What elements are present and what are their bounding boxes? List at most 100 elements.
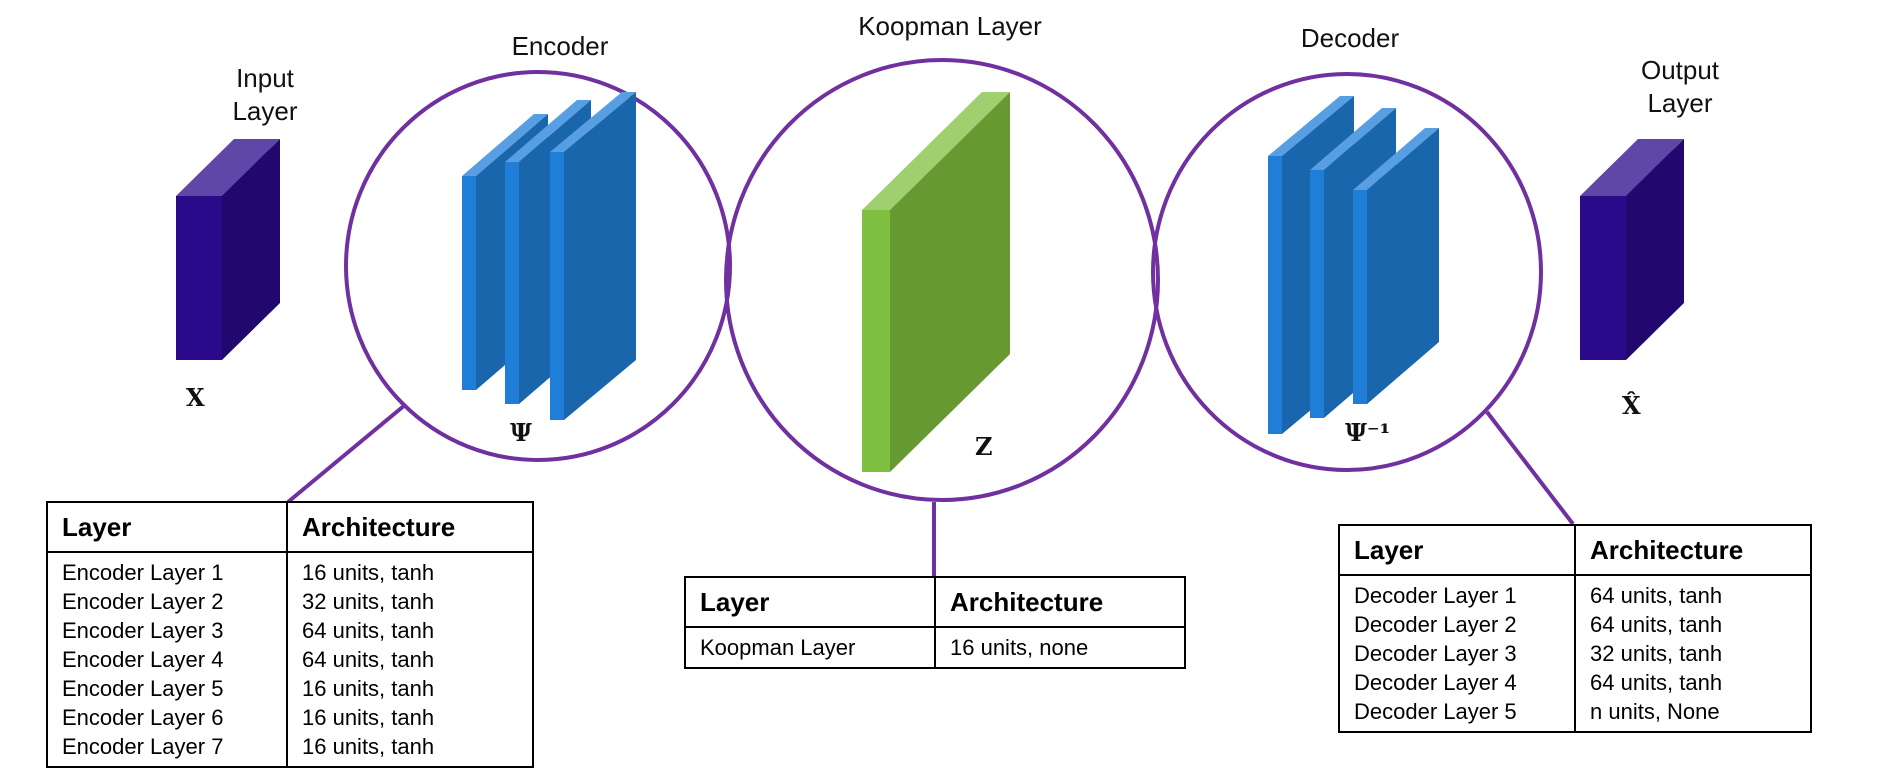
encoder-architecture-column: 16 units, tanh 32 units, tanh 64 units, … [288,553,434,766]
table-header-architecture: Architecture [950,587,1104,617]
koopman-layer-label: Koopman Layer [858,11,1042,41]
table-cell: Decoder Layer 4 [1354,670,1517,695]
slab-front [1268,156,1282,434]
slab-front [198,196,211,360]
table-cell: 16 units, tanh [302,734,435,759]
decoder-slab [1353,128,1439,404]
table-cell: n units, None [1590,699,1720,724]
connector-lines [286,403,1575,576]
table-cell: Encoder Layer 1 [62,560,224,585]
table-cell: 32 units, tanh [1590,641,1723,666]
koopman-slab [862,92,1010,472]
slab-top [1602,139,1673,196]
table-cell: Encoder Layer 6 [62,705,224,730]
psi-inverse-symbol: Ψ⁻¹ [1345,418,1391,447]
slab-top [176,139,247,196]
slab-top [209,139,280,196]
table-cell: Decoder Layer 1 [1354,583,1517,608]
output-layer-slab [1613,139,1684,360]
table-cell: 32 units, tanh [302,589,435,614]
slab-front [176,196,189,360]
decoder-label: Decoder [1300,23,1400,53]
slab-top [1353,128,1439,190]
table-header-architecture: Architecture [302,512,456,542]
decoder-architecture-column: 64 units, tanh 64 units, tanh 32 units, … [1576,576,1722,731]
slab-front [209,196,222,360]
slab-top [1310,108,1396,170]
table-header-layer: Layer [48,503,288,551]
encoder-connector-line [286,403,407,504]
slab-front [187,196,200,360]
slab-top [1613,139,1684,196]
x-symbol: X [186,383,205,412]
slab-top [862,92,1010,210]
koopman-table-header: Layer Architecture [686,578,1184,628]
table-header-layer: Layer [1340,526,1576,574]
slab-side [222,139,280,360]
koopman-table: Layer Architecture Koopman Layer 16 unit… [684,576,1186,669]
encoder-label: Encoder [511,31,609,61]
x-hat-symbol: X̂ [1622,391,1641,420]
koopman-layer-column: Koopman Layer [686,628,936,667]
table-cell: Encoder Layer 2 [62,589,224,614]
layer-blocks [176,92,1684,472]
slab-front [862,210,890,472]
slab-side [1367,128,1439,404]
slab-front [1580,196,1593,360]
input-layer-slab [209,139,280,360]
table-cell: 16 units, none [950,635,1089,660]
table-cell: Encoder Layer 5 [62,676,224,701]
slab-front [1310,170,1324,418]
module-circles [344,58,1543,502]
table-cell: Koopman Layer [700,635,856,660]
decoder-table-header: Layer Architecture [1340,526,1810,576]
encoder-table-header: Layer Architecture [48,503,532,553]
table-cell: 16 units, tanh [302,705,435,730]
slab-front [1353,190,1367,404]
table-header-architecture: Architecture [1590,535,1744,565]
input-layer-label: Input Layer [232,63,298,126]
table-cell: 64 units, tanh [1590,670,1723,695]
encoder-table: Layer Architecture Encoder Layer 1 Encod… [46,501,534,768]
encoder-circle [344,70,732,462]
table-cell: Encoder Layer 3 [62,618,224,643]
koopman-architecture-column: 16 units, none [936,628,1088,667]
encoder-slab [550,92,636,420]
decoder-circle [1151,72,1543,472]
table-cell: Decoder Layer 2 [1354,612,1517,637]
slab-side [890,92,1010,472]
table-header-layer: Layer [686,578,936,626]
slab-top [505,100,591,162]
table-cell: Decoder Layer 5 [1354,699,1517,724]
slab-front [505,162,519,404]
slab-front [1602,196,1615,360]
psi-symbol: Ψ [510,418,532,447]
slab-side [1626,139,1684,360]
table-cell: 16 units, tanh [302,676,435,701]
table-cell: Encoder Layer 7 [62,734,224,759]
table-cell: 64 units, tanh [302,647,435,672]
decoder-layer-column: Decoder Layer 1 Decoder Layer 2 Decoder … [1340,576,1576,731]
table-cell: Decoder Layer 3 [1354,641,1517,666]
decoder-connector-line [1485,410,1575,526]
slab-top [1580,139,1651,196]
slab-front [462,176,476,390]
table-cell: 64 units, tanh [302,618,435,643]
slab-top [198,139,269,196]
table-cell: 16 units, tanh [302,560,435,585]
table-cell: Encoder Layer 4 [62,647,224,672]
output-layer-label: Output Layer [1640,55,1720,118]
slab-top [462,114,548,176]
decoder-table: Layer Architecture Decoder Layer 1 Decod… [1338,524,1812,733]
slab-front [1613,196,1626,360]
table-cell: 64 units, tanh [1590,612,1723,637]
slab-top [1591,139,1662,196]
slab-front [550,152,564,420]
slab-top [550,92,636,152]
encoder-layer-column: Encoder Layer 1 Encoder Layer 2 Encoder … [48,553,288,766]
table-cell: 64 units, tanh [1590,583,1723,608]
slab-top [1268,96,1354,156]
slab-side [564,92,636,420]
slab-top [187,139,258,196]
